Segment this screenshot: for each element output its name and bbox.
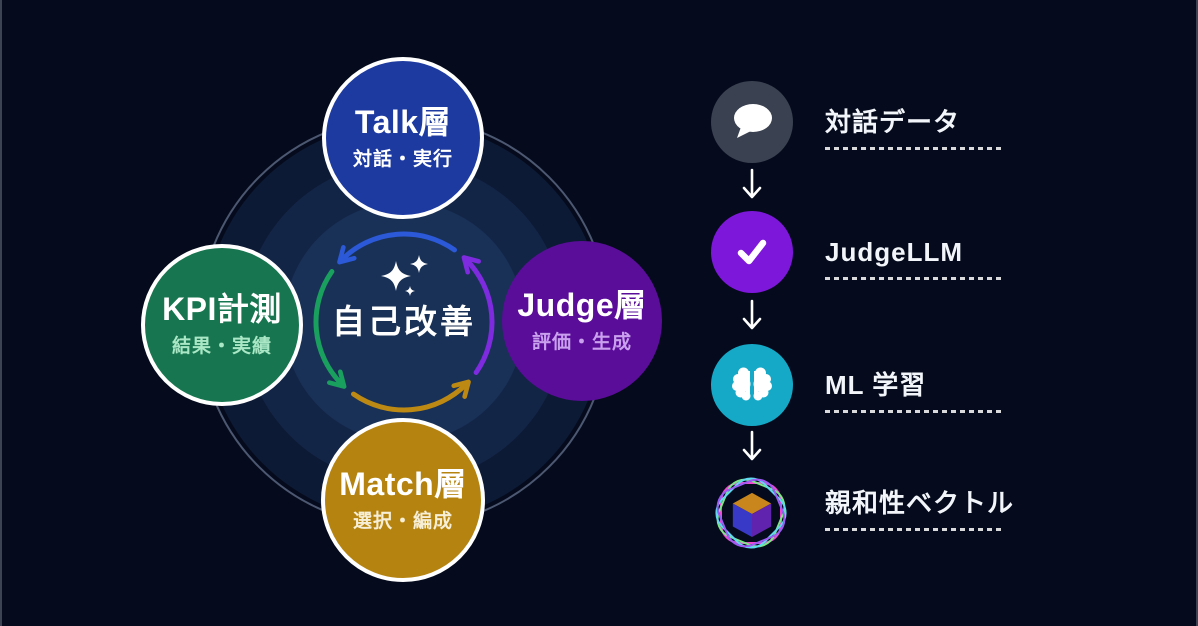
self-improvement-cycle-diagram: 自己改善 Talk層 対話・実行 KPI計測 結果・実績 Judge層 評価・生…	[141, 57, 662, 582]
ml-learning-step-icon	[711, 344, 793, 426]
chat-data-label: 対話データ	[825, 107, 961, 137]
talk-node-subtitle: 対話・実行	[352, 149, 453, 171]
sparkles-icon	[381, 255, 428, 297]
dotted-divider	[825, 277, 1005, 280]
kpi-node-subtitle: 結果・実績	[171, 336, 272, 358]
judgellm-step-icon	[711, 211, 793, 293]
cycle-node-talk: Talk層 対話・実行	[322, 57, 484, 219]
affinity-vector-label: 親和性ベクトル	[825, 488, 1015, 518]
vector-cube-icon	[706, 468, 798, 560]
cube-3d-icon	[732, 492, 772, 537]
cycle-center-title: 自己改善	[332, 303, 476, 340]
checkmark-icon	[737, 239, 767, 265]
judge-node-title: Judge層	[517, 286, 647, 323]
arrow-down-icon	[742, 168, 762, 199]
arrow-down-icon	[742, 299, 762, 330]
cycle-arrow-match-to-judge	[351, 379, 471, 413]
dotted-divider	[825, 147, 1005, 150]
affinity-vector-step: 親和性ベクトル	[825, 488, 1014, 531]
chat-bubble-icon	[734, 104, 772, 138]
petal-ring-magenta	[720, 482, 782, 544]
screen-edge-left	[0, 0, 2, 626]
cycle-arrow-kpi-to-match	[313, 269, 347, 389]
ml-learning-label: ML 学習	[825, 370, 927, 400]
judgellm-label: JudgeLLM	[825, 237, 963, 267]
dotted-divider	[825, 528, 1005, 531]
cycle-arrow-talk-to-kpi	[337, 231, 457, 265]
chat-data-step-icon	[711, 81, 793, 163]
cycle-node-judge: Judge層 評価・生成	[502, 241, 662, 401]
talk-node-title: Talk層	[354, 103, 452, 140]
data-flow-column: 対話データ JudgeLLM	[680, 0, 1198, 626]
cycle-node-kpi: KPI計測 結果・実績	[141, 244, 303, 406]
judge-node-subtitle: 評価・生成	[531, 332, 632, 354]
chat-data-step: 対話データ	[825, 107, 1005, 150]
arrow-down-icon	[742, 430, 762, 461]
cycle-arrow-judge-to-talk	[461, 255, 495, 375]
brain-icon	[732, 367, 772, 401]
cycle-background-svg	[198, 116, 610, 528]
kpi-node-title: KPI計測	[162, 290, 282, 327]
dotted-divider	[825, 410, 1005, 413]
match-node-subtitle: 選択・編成	[352, 511, 453, 533]
screen-edge-right	[1196, 0, 1198, 626]
ml-learning-step: ML 学習	[825, 370, 1005, 413]
cycle-node-match: Match層 選択・編成	[321, 418, 485, 582]
match-node-title: Match層	[339, 465, 467, 502]
judgellm-step: JudgeLLM	[825, 237, 1005, 280]
